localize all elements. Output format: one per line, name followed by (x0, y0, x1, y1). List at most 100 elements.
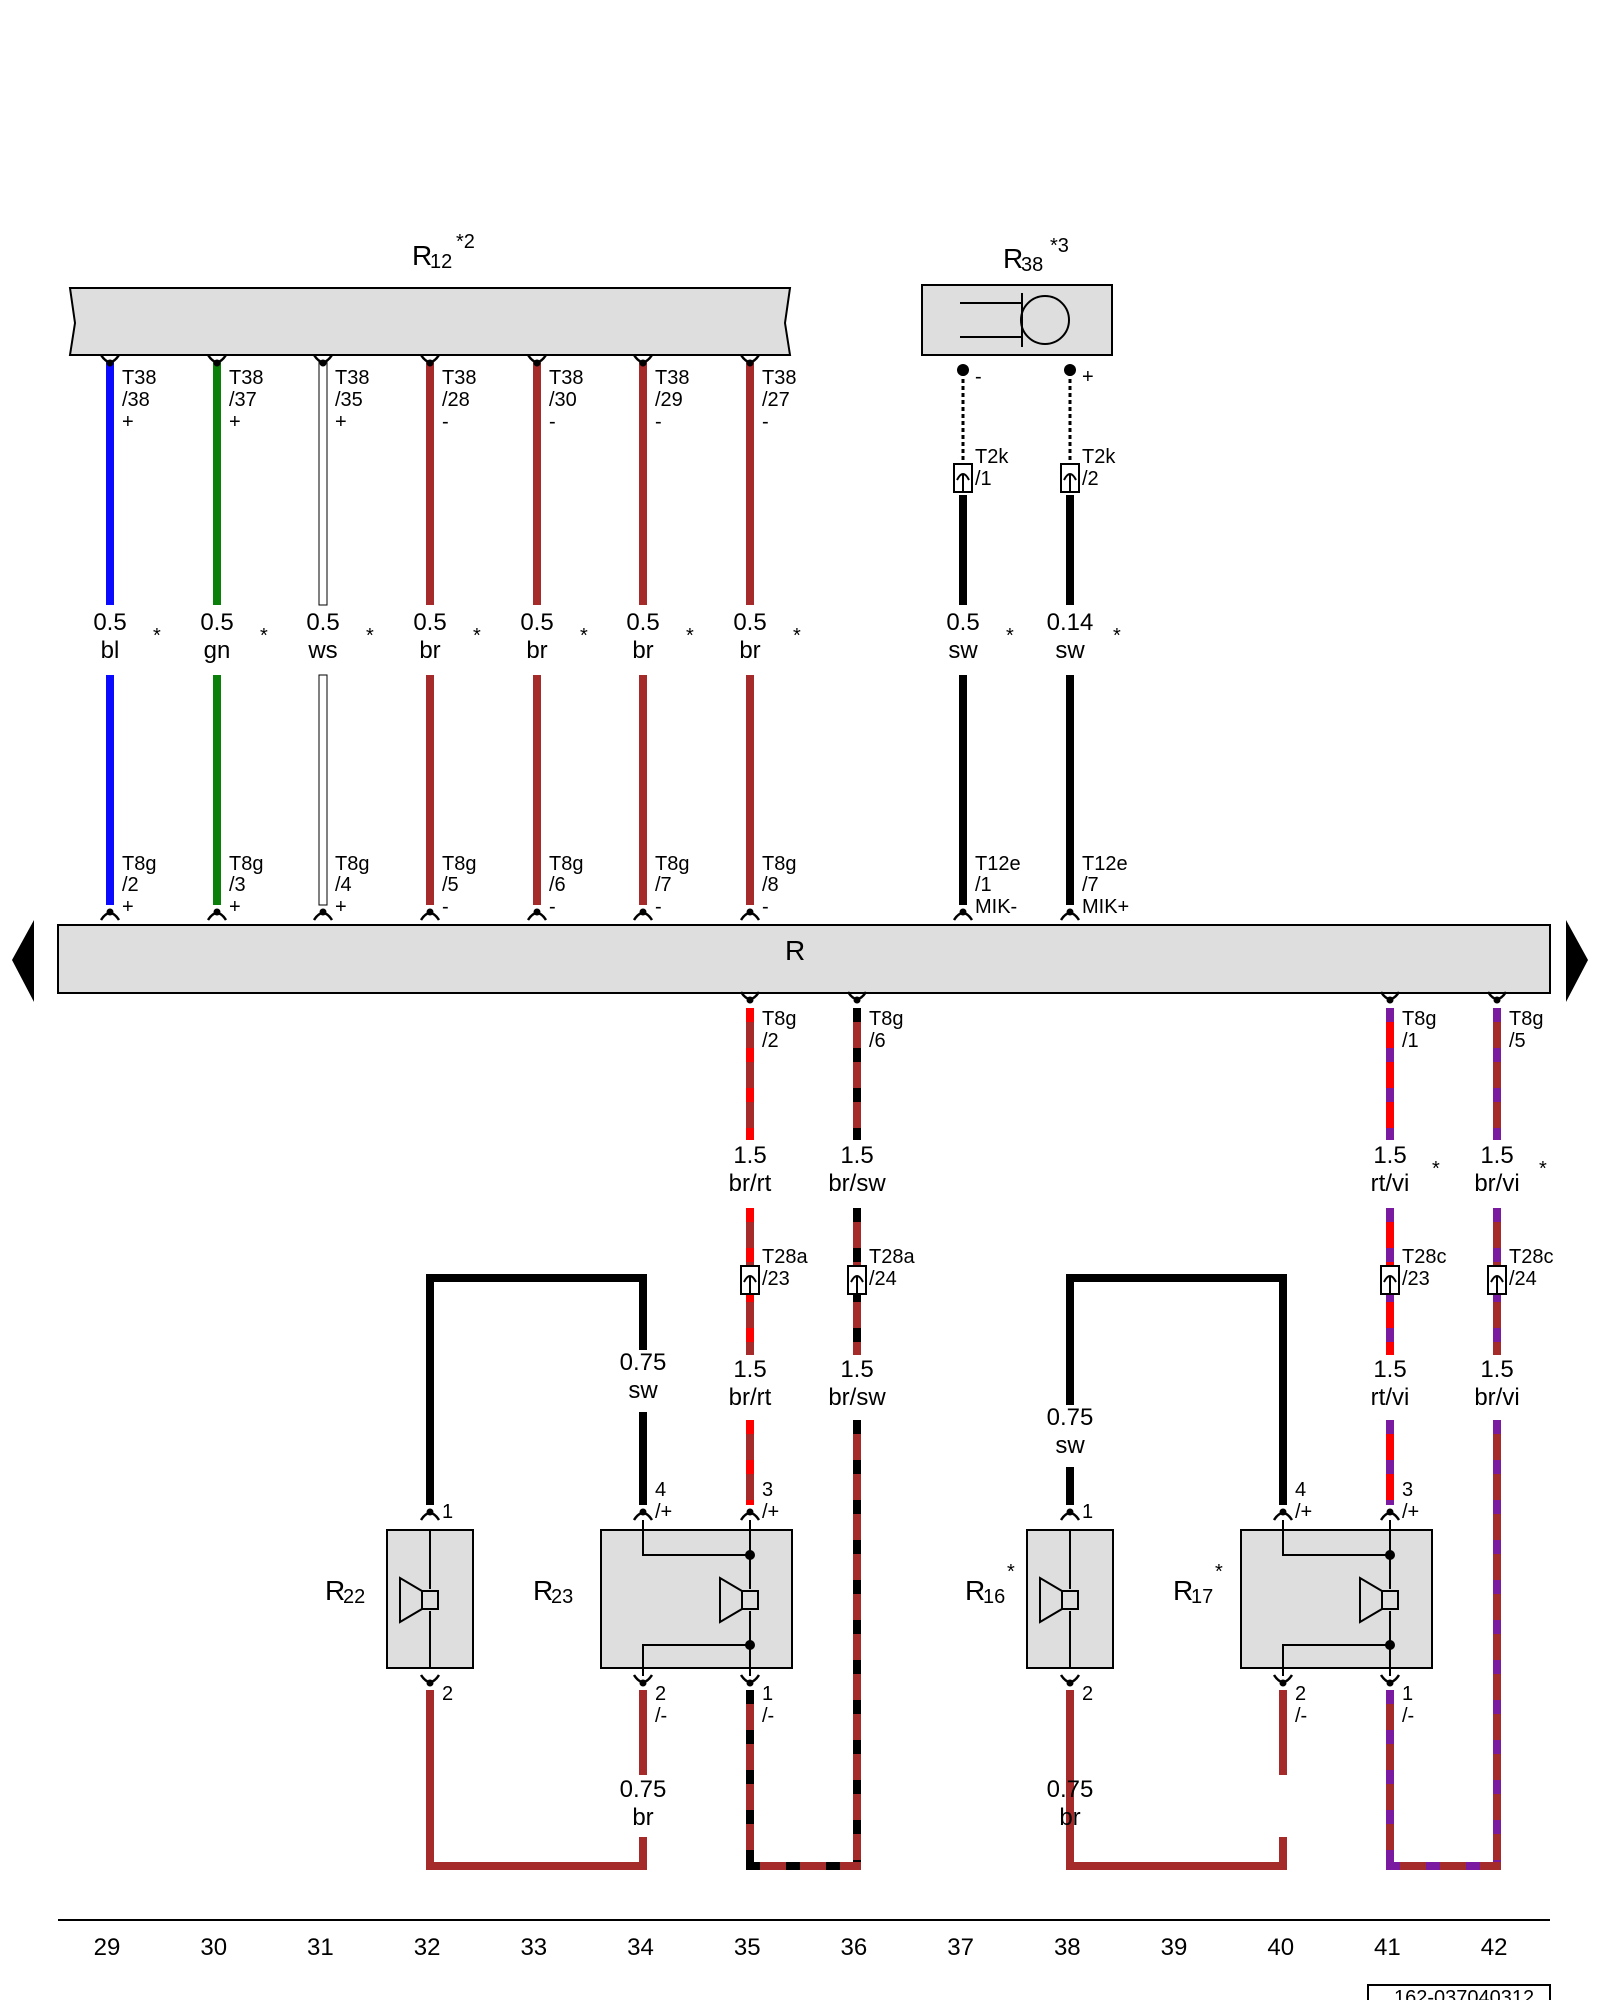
top-pin-2-dot (319, 359, 327, 367)
speaker-r16-label-sub: 16 (983, 1586, 1005, 1608)
top-pin-1 (206, 354, 228, 367)
bot-pin-name-7: T12e (975, 853, 1021, 875)
speaker-r22-pin1-label: 1 (442, 1501, 453, 1523)
speaker-r16-pin2-dot (1066, 1679, 1074, 1687)
track-number: 40 (1267, 1934, 1294, 1961)
lw-color-b-0: br/rt (729, 1384, 772, 1411)
bot-pin-name-5: T8g (655, 853, 689, 875)
lw-size-b-1: 1.5 (840, 1356, 873, 1383)
lw-connector-1 (847, 1265, 867, 1295)
spk-pin-top-num-0: 3 (762, 1479, 773, 1501)
bot-pin-0 (99, 908, 121, 921)
bot-pin-8-dot (1066, 908, 1074, 916)
lw-color-b-2: rt/vi (1371, 1384, 1410, 1411)
lw-conn-name-1: T28a (869, 1246, 915, 1268)
lw-size-b-3: 1.5 (1480, 1356, 1513, 1383)
bot-pin-name-2: T8g (335, 853, 369, 875)
speaker-r16-pin1 (1059, 1508, 1081, 1521)
top-pin-4 (526, 354, 548, 367)
spk-pin-top-2-dot (1386, 1508, 1394, 1516)
bot-pin-num-7: /1 (975, 874, 992, 896)
bot-pin-0-dot (106, 908, 114, 916)
conn-pin-8: /2 (1082, 468, 1099, 490)
top-pin-name-4: T38 (549, 367, 583, 389)
spk-pin-bot-2 (1379, 1674, 1401, 1687)
track-number: 39 (1161, 1934, 1188, 1961)
arrow-right-icon (1566, 920, 1588, 1002)
wire-star-7: * (1006, 625, 1014, 647)
speaker-r22-pin1-dot (426, 1508, 434, 1516)
lower-wire-2: T8g/11.5rt/vi*T28c/231.5rt/vi3/+1/- (1371, 991, 1446, 1870)
bot-pin-1 (206, 908, 228, 921)
top-pin-name-3: T38 (442, 367, 476, 389)
speaker-r23: 4/+2/-R23 (533, 1479, 793, 1727)
top-pin-name-6: T38 (762, 367, 796, 389)
speaker-r23-pin4-num: 4 (655, 1479, 666, 1501)
loop-left-sw-label-bg (608, 1350, 678, 1412)
conn-pin-7: /1 (975, 468, 992, 490)
bot-pin-sign-6: - (762, 896, 769, 918)
speaker-r17-pin4-sign: /+ (1295, 1501, 1312, 1523)
upper-wire-1: T38/37+0.5gn*T8g/3+ (200, 354, 268, 921)
speaker-r17-pin4-dot (1279, 1508, 1287, 1516)
spk-pin-top-num-2: 3 (1402, 1479, 1413, 1501)
loop-left-br-label-bg (608, 1775, 678, 1837)
track-number: 32 (414, 1934, 441, 1961)
r-pin-2-dot (1386, 996, 1394, 1004)
wire-color-3: br (419, 637, 440, 664)
track-number: 35 (734, 1934, 761, 1961)
top-pin-0 (99, 354, 121, 367)
wire-size-0: 0.5 (93, 609, 126, 636)
speaker-r23-pin2-dot (639, 1679, 647, 1687)
speaker-r23-speaker-icon (719, 1576, 759, 1624)
speaker-r17-speaker-icon-cone (1359, 1576, 1383, 1624)
lw-connector-2 (1380, 1265, 1400, 1295)
wire-star-6: * (793, 625, 801, 647)
pin-dot-8 (1064, 364, 1076, 376)
lw-color-b-1: br/sw (828, 1384, 886, 1411)
track-number: 31 (307, 1934, 334, 1961)
lw-conn-pin-2: /23 (1402, 1268, 1430, 1290)
arrow-left-icon (12, 920, 34, 1002)
speaker-r23-pin2 (632, 1674, 654, 1687)
top-pin-sign-6: - (762, 411, 769, 433)
r12-note: *2 (456, 231, 475, 253)
spk-pin-bot-sign-0: /- (762, 1705, 774, 1727)
bot-pin-sign-0: + (122, 896, 134, 918)
lw-color-a-2: rt/vi (1371, 1170, 1410, 1197)
speaker-r16-pin1-label: 1 (1082, 1501, 1093, 1523)
wire-size-1: 0.5 (200, 609, 233, 636)
bot-pin-sign-3: - (442, 896, 449, 918)
track-number: 34 (627, 1934, 654, 1961)
loop-left-br-color: br (632, 1804, 653, 1831)
speaker-r23-pin2-num: 2 (655, 1683, 666, 1705)
speaker-r17-body (1240, 1529, 1433, 1669)
bot-pin-num-2: /4 (335, 874, 352, 896)
top-pin-sign-0: + (122, 411, 134, 433)
lw-connector-3 (1487, 1265, 1507, 1295)
pin-dot-7 (957, 364, 969, 376)
wire-color-6: br (739, 637, 760, 664)
top-pin-num-0: /38 (122, 389, 150, 411)
wire-star-4: * (580, 625, 588, 647)
wire-size-4: 0.5 (520, 609, 553, 636)
top-pin-5 (632, 354, 654, 367)
r12-label-sub: 12 (430, 251, 452, 273)
track-number: 37 (947, 1934, 974, 1961)
lw-size-a-3: 1.5 (1480, 1142, 1513, 1169)
r-pin-name-1: T8g (869, 1008, 903, 1030)
loop-right-br-label-bg (1248, 1775, 1318, 1837)
r-pin-0 (739, 991, 761, 1004)
r-pin-num-3: /5 (1509, 1030, 1526, 1052)
bot-pin-sign-2: + (335, 896, 347, 918)
r-pin-num-0: /2 (762, 1030, 779, 1052)
r-pin-2 (1379, 991, 1401, 1004)
speaker-r17-speaker-icon (1359, 1576, 1399, 1624)
speaker-r23-pin4-sign: /+ (655, 1501, 672, 1523)
bot-pin-4 (526, 908, 548, 921)
